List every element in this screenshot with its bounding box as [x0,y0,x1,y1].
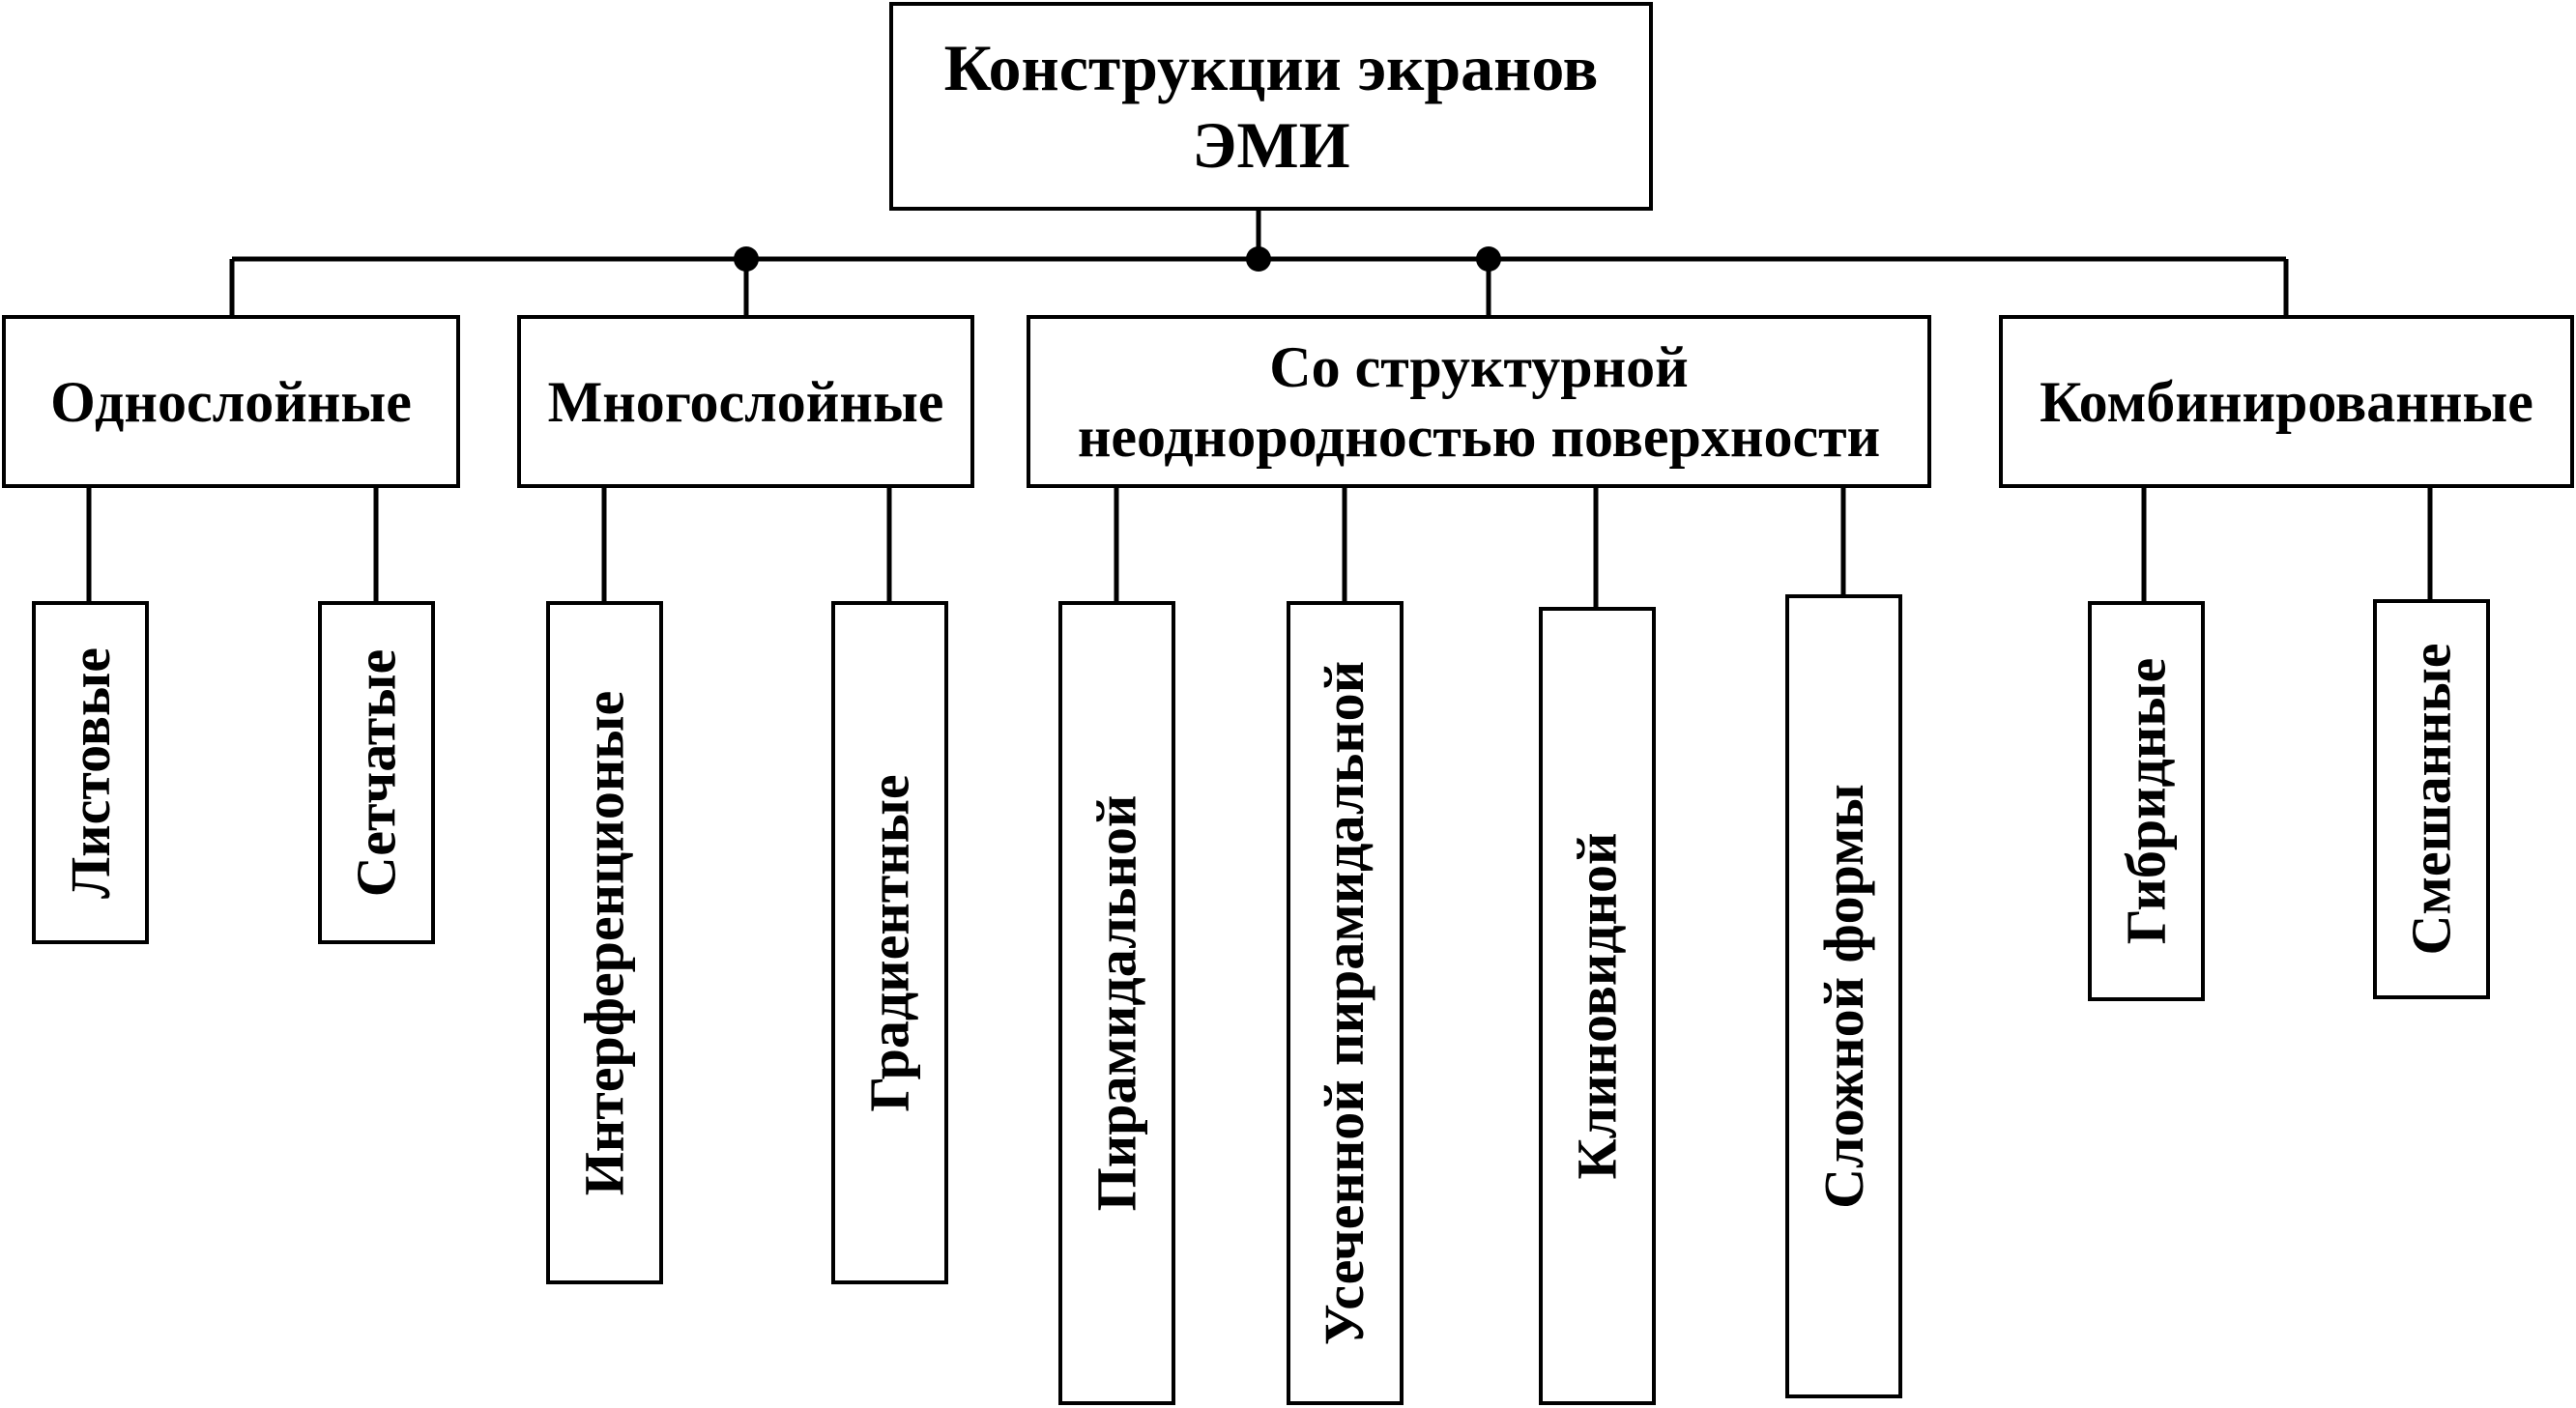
category-label: Комбинированные [2040,369,2533,434]
leaf-label: Смешанные [2399,643,2463,956]
category-label: Многослойные [547,369,944,434]
category-structural-surface: Со структурной неоднородностью поверхнос… [1027,315,1931,488]
leaf-label: Пирамидальной [1085,794,1148,1212]
leaf-hybrid: Гибридные [2088,601,2205,1001]
leaf-label: Сетчатые [344,648,408,897]
leaf-gradient: Градиентные [831,601,948,1284]
leaf-pyramidal: Пирамидальной [1058,601,1175,1405]
leaf-label: Клиновидной [1565,832,1629,1180]
category-multi-layer: Многослойные [517,315,974,488]
root-title-line-1: Конструкции экранов [943,31,1599,104]
root-title-line-2: ЭМИ [1192,108,1350,182]
category-combined: Комбинированные [1999,315,2574,488]
leaf-sheet: Листовые [32,601,149,944]
root-node: Конструкции экранов ЭМИ [889,2,1653,211]
leaf-label: Сложной формы [1811,784,1875,1209]
leaf-truncated-pyramidal: Усеченной пирамидальной [1287,601,1404,1405]
leaf-mixed: Смешанные [2373,599,2490,999]
leaf-interference: Интерференционые [546,601,663,1284]
leaf-wedge: Клиновидной [1539,607,1656,1405]
leaf-label: Градиентные [857,773,921,1112]
category-single-layer: Однослойные [2,315,460,488]
leaf-mesh: Сетчатые [318,601,435,944]
category-label-line-2: неоднородностью поверхности [1077,404,1881,469]
leaf-label: Усеченной пирамидальной [1313,660,1376,1346]
leaf-label: Гибридные [2114,657,2178,945]
leaf-label: Интерференционые [572,690,636,1195]
leaf-complex-shape: Сложной формы [1785,594,1902,1398]
category-label-line-1: Со структурной [1269,334,1689,399]
category-label: Однослойные [50,369,412,434]
leaf-label: Листовые [58,647,122,899]
